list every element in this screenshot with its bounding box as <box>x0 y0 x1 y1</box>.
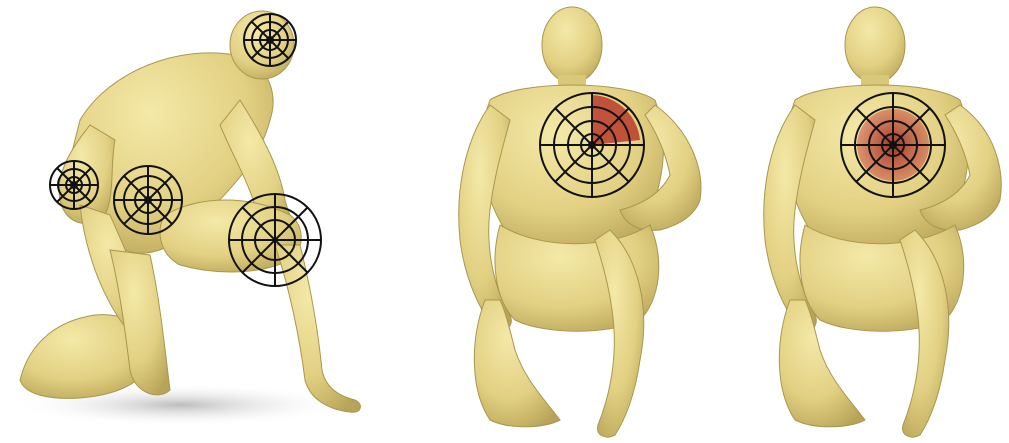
figure-right <box>764 7 1001 437</box>
knee-polar-grid <box>229 194 321 286</box>
right-head <box>845 7 905 83</box>
chest-polar-grid-right <box>841 93 945 197</box>
abdomen-polar-grid <box>114 166 182 234</box>
head-polar-grid <box>244 14 296 66</box>
middle-head <box>542 7 602 83</box>
figure-left <box>10 11 360 427</box>
figure-middle <box>459 7 701 437</box>
elbow-polar-grid <box>50 161 98 209</box>
chest-polar-grid-middle <box>540 93 644 197</box>
